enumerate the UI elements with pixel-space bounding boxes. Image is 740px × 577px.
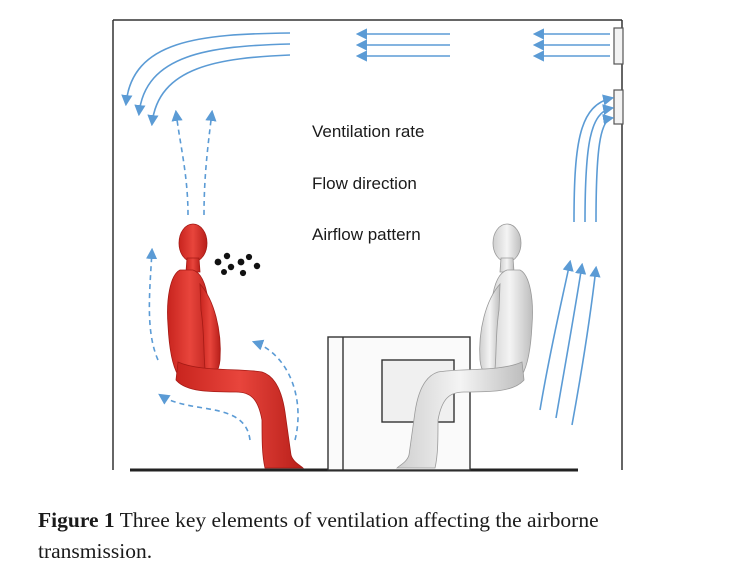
label-airflow-pattern: Airflow pattern [312,225,421,244]
figure-number: Figure 1 [38,508,115,532]
table [327,336,471,471]
figure-caption-text: Three key elements of ventilation affect… [38,508,599,563]
ventilation-diagram: Ventilation rate Flow direction Airflow … [112,19,624,472]
susceptible-person-figure [396,223,533,469]
thermal-plume-arrows [145,109,299,441]
supply-vent-top [613,27,624,65]
exhaled-droplets [214,252,261,277]
infected-person-figure [167,223,304,469]
ceiling-airflow-arrows [121,28,610,127]
side-airflow-arrows [539,94,615,426]
label-ventilation-rate: Ventilation rate [312,122,424,141]
figure-caption: Figure 1 Three key elements of ventilati… [38,505,718,567]
label-flow-direction: Flow direction [312,174,417,193]
supply-vent-side [613,89,624,125]
